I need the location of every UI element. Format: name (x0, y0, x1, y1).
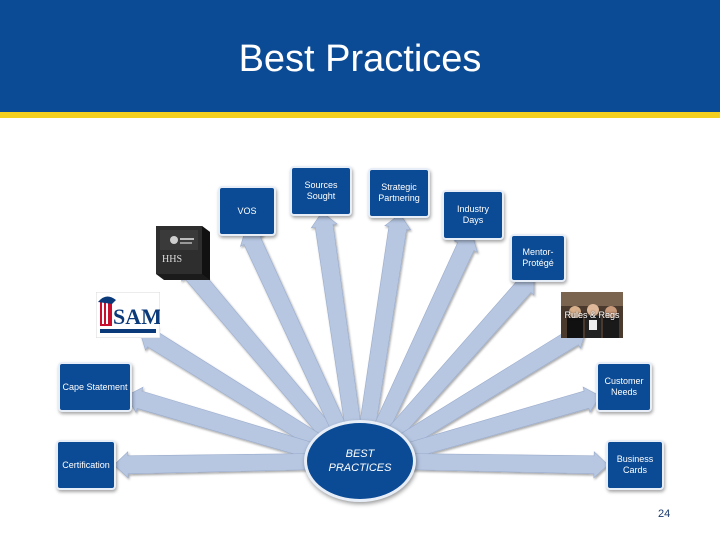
spoke-arrow-vos (240, 227, 350, 439)
sam-logo-image: SAM (95, 291, 162, 339)
node-certification-label: Certification (62, 459, 110, 470)
center-hub: BEST PRACTICES (304, 420, 416, 502)
node-sources-sought: Sources Sought (290, 166, 352, 216)
node-business-cards-label: Business Cards (616, 454, 654, 475)
hhs-label: HHS (162, 254, 182, 265)
spoke-arrow-customer-needs (398, 386, 601, 462)
node-customer-needs-label: Customer Needs (604, 376, 644, 397)
node-business-cards: Business Cards (606, 440, 664, 490)
spoke-arrow-strategic-partnering (358, 213, 412, 434)
spoke-arrow-certification (113, 451, 319, 479)
node-strategic-partnering-label: Strategic Partnering (378, 182, 420, 203)
node-cape-statement: Cape Statement (58, 362, 132, 412)
center-label-line2: PRACTICES (328, 462, 392, 474)
node-customer-needs: Customer Needs (596, 362, 652, 412)
hhs-box-image: HHS (150, 222, 212, 284)
node-industry-days-label: Industry Days (456, 204, 489, 225)
node-strategic-partnering: Strategic Partnering (368, 168, 430, 218)
slide-title: Best Practices (238, 38, 482, 80)
rules-regs-photo (561, 292, 623, 338)
node-vos-label: VOS (237, 205, 257, 216)
node-mentor-protege: Mentor-Protégé (510, 234, 566, 282)
node-mentor-protege-label: Mentor-Protégé (522, 247, 554, 268)
node-cape-statement-label: Cape Statement (62, 381, 128, 392)
spoke-arrow-business-cards (401, 451, 609, 479)
spoke-arrow-sources-sought (310, 211, 362, 433)
node-sources-sought-label: Sources Sought (304, 180, 338, 201)
rules-regs-label: Rules & Regs (564, 310, 620, 320)
sam-label: SAM (113, 304, 160, 329)
header-stripe (0, 112, 720, 118)
node-vos: VOS (218, 186, 276, 236)
slide-header (0, 0, 720, 112)
node-industry-days: Industry Days (442, 190, 504, 240)
node-certification: Certification (56, 440, 116, 490)
center-label-line1: BEST (345, 448, 375, 460)
page-number: 24 (658, 508, 671, 520)
